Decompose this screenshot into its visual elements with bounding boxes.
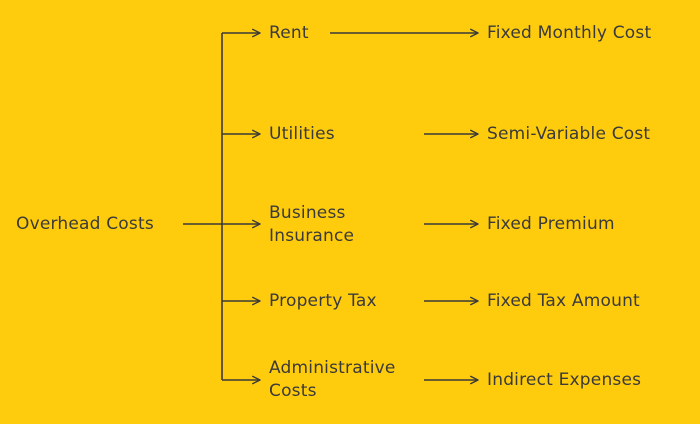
category-rent: Rent — [269, 23, 309, 43]
result-fixed-monthly-cost: Fixed Monthly Cost — [487, 23, 652, 43]
result-indirect-expenses: Indirect Expenses — [487, 370, 642, 390]
category-business-insurance: Business Insurance — [269, 202, 354, 248]
result-fixed-premium: Fixed Premium — [487, 214, 615, 234]
category-property-tax: Property Tax — [269, 291, 377, 311]
category-administrative-costs-line-1: Administrative — [269, 358, 396, 378]
result-fixed-tax-amount: Fixed Tax Amount — [487, 291, 640, 311]
category-business-insurance-line-2: Insurance — [269, 226, 355, 246]
category-administrative-costs-line-2: Costs — [269, 381, 317, 401]
category-business-insurance-line-1: Business — [269, 203, 346, 223]
category-administrative-costs: Administrative Costs — [269, 357, 396, 403]
result-semi-variable-cost: Semi-Variable Cost — [487, 124, 651, 144]
root-node-label: Overhead Costs — [16, 214, 154, 234]
category-utilities: Utilities — [269, 124, 335, 144]
